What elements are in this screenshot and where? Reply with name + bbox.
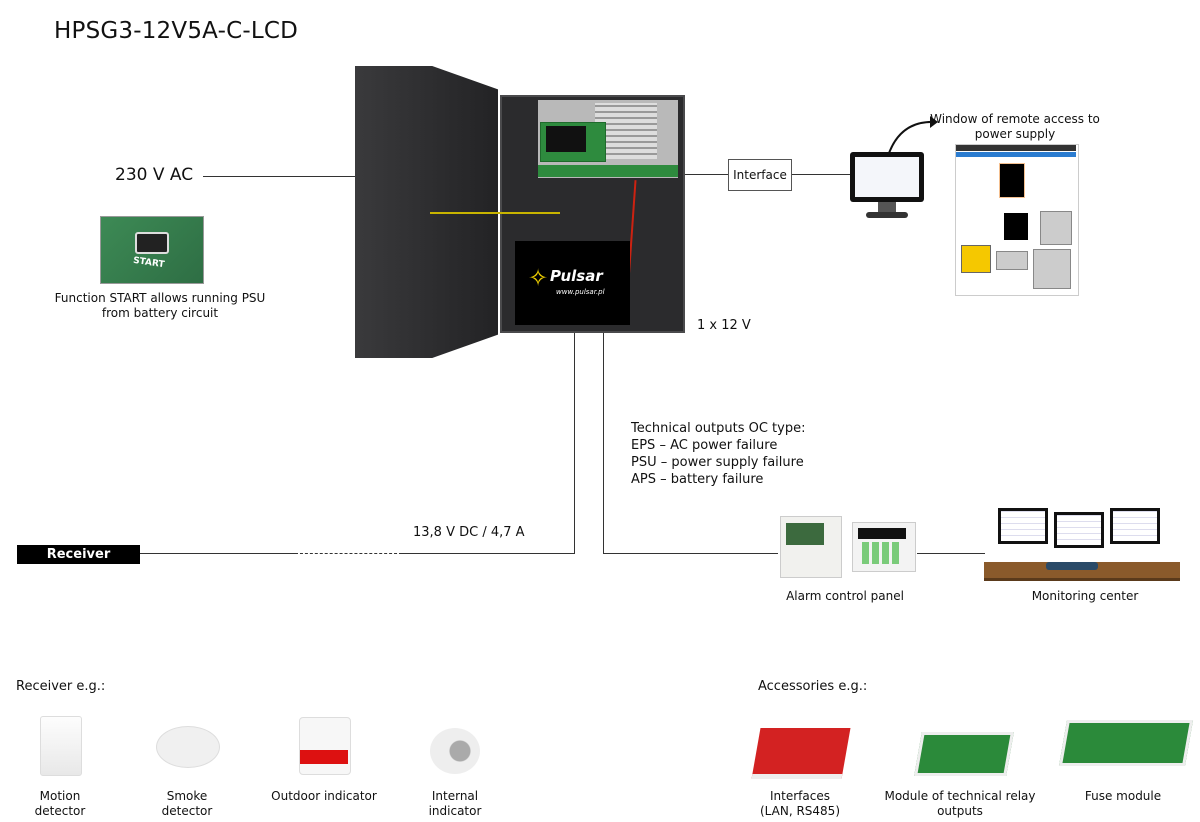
- monitor-screen: [855, 157, 919, 197]
- receiver-item-line1: Motion: [39, 789, 81, 803]
- accessory-item-line2: outputs: [937, 804, 983, 818]
- remote-battery-block: [961, 245, 991, 273]
- technical-outputs: Technical outputs OC type: EPS – AC powe…: [631, 420, 805, 488]
- receiver-item: Smoke detector: [137, 789, 237, 819]
- alarm-panel-board: [786, 523, 824, 545]
- receivers-heading: Receiver e.g.:: [16, 679, 106, 694]
- receiver-item: Outdoor indicator: [264, 789, 384, 804]
- accessory-item-line1: Interfaces: [770, 789, 830, 803]
- monitoring-screen-center: [1054, 512, 1104, 548]
- receiver-item: Motion detector: [10, 789, 110, 819]
- tech-item-aps: APS – battery failure: [631, 472, 764, 487]
- monitoring-label: Monitoring center: [1031, 589, 1139, 603]
- pulsar-star-icon: ✧: [528, 264, 549, 292]
- monitoring-screen-right: [1110, 508, 1160, 544]
- tech-line-vertical: [603, 333, 604, 554]
- tech-line-horizontal: [603, 553, 778, 554]
- remote-nav-bar: [956, 145, 1076, 151]
- tech-heading: Technical outputs OC type:: [631, 421, 806, 436]
- battery-label: 1 x 12 V: [697, 318, 751, 333]
- start-button-icon: [135, 232, 169, 254]
- monitoring-line: [917, 553, 985, 554]
- relay-module-image: [914, 732, 1014, 776]
- outdoor-indicator-image: [299, 717, 351, 775]
- output-label: 13,8 V DC / 4,7 A: [413, 525, 525, 540]
- remote-caption-line1: Window of remote access to: [930, 112, 1100, 126]
- keypad-keys: [862, 542, 902, 564]
- tech-item-psu: PSU – power supply failure: [631, 455, 804, 470]
- start-caption-line1: Function START allows running PSU: [54, 291, 266, 305]
- arrow-icon: [887, 116, 938, 157]
- diagram-title: HPSG3-12V5A-C-LCD: [54, 18, 299, 44]
- receiver-item: Internal indicator: [405, 789, 505, 819]
- start-caption: Function START allows running PSU from b…: [40, 291, 280, 321]
- motion-detector-image: [40, 716, 82, 776]
- accessory-item-line1: Fuse module: [1084, 789, 1162, 803]
- remote-caption: Window of remote access to power supply: [925, 112, 1105, 142]
- monitoring-desk: [984, 562, 1180, 581]
- accessory-item: Module of technical relay outputs: [880, 789, 1040, 819]
- receiver-item-line1: Internal: [431, 789, 479, 803]
- accessory-item-line2: (LAN, RS485): [760, 804, 840, 818]
- remote-title-bar: [956, 152, 1076, 157]
- interface-module-image: [751, 728, 851, 779]
- terminal-board: [538, 165, 678, 177]
- receiver-line: [140, 553, 295, 554]
- remote-aux-block: [1040, 211, 1072, 245]
- keyboard: [1046, 562, 1098, 570]
- receiver-item-line2: detector: [34, 804, 86, 818]
- remote-psu-block: [1004, 213, 1028, 240]
- outdoor-indicator-light: [300, 750, 348, 764]
- receiver-item-line2: detector: [161, 804, 213, 818]
- smoke-detector-image: [156, 726, 220, 768]
- ac-input-label: 230 V AC: [115, 165, 194, 185]
- receiver-box: Receiver: [17, 545, 140, 564]
- interface-line-right: [792, 174, 850, 175]
- monitoring-screen-left: [998, 508, 1048, 544]
- accessory-item: Fuse module: [1063, 789, 1183, 804]
- receiver-item-line2: indicator: [428, 804, 482, 818]
- receiver-item-line1: Smoke: [166, 789, 208, 803]
- monitor-base: [866, 212, 908, 218]
- tech-item-eps: EPS – AC power failure: [631, 438, 778, 453]
- start-caption-line2: from battery circuit: [101, 306, 219, 320]
- internal-indicator-image: [430, 728, 480, 774]
- battery: [515, 241, 630, 325]
- dc-line-vertical: [574, 333, 575, 554]
- ground-wire: [430, 212, 560, 214]
- remote-output-block: [996, 251, 1028, 270]
- pulsar-url: www.pulsar.pl: [556, 288, 605, 296]
- monitor-stand: [878, 202, 896, 212]
- remote-caption-line2: power supply: [974, 127, 1056, 141]
- remote-status-block: [1033, 249, 1071, 289]
- remote-psu-image: [999, 163, 1025, 198]
- alarm-panel-label: Alarm control panel: [786, 589, 904, 603]
- ac-line: [203, 176, 355, 177]
- interface-line-left: [685, 174, 728, 175]
- fuse-module-image: [1058, 720, 1194, 766]
- accessories-heading: Accessories e.g.:: [758, 679, 868, 694]
- accessory-item-line1: Module of technical relay: [884, 789, 1036, 803]
- pulsar-logo: Pulsar: [550, 267, 603, 285]
- keypad-display: [858, 528, 906, 539]
- lcd-screen: [546, 126, 586, 152]
- dc-line-dashed: [295, 553, 402, 554]
- accessory-item: Interfaces (LAN, RS485): [740, 789, 860, 819]
- interface-box: Interface: [728, 159, 792, 191]
- dc-line-horizontal: [402, 553, 575, 554]
- receiver-item-line1: Outdoor indicator: [271, 789, 377, 803]
